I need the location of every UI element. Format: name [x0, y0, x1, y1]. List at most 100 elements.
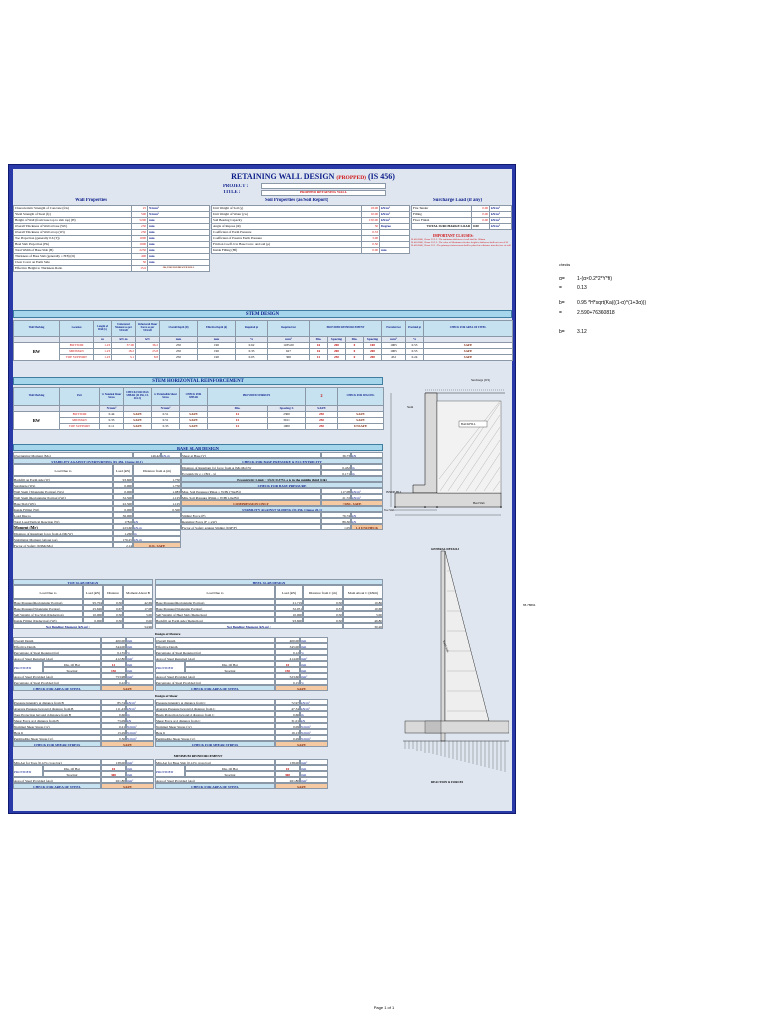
stirrup-legs: 2	[305, 387, 338, 406]
min-dia-right-unit: mm	[300, 765, 328, 771]
min-ast-left-unit: mm²	[126, 759, 154, 765]
dia-unit: mm	[300, 661, 328, 667]
reactions-label: REACTION & FORCES	[431, 781, 464, 784]
calc-value: 0.66	[275, 711, 300, 717]
side-note-value: 1-(α×0.2*2*Y*fi)	[577, 276, 612, 282]
sliding-value: 89.30	[321, 518, 351, 524]
dia-value[interactable]: 10	[275, 661, 300, 667]
stem-sp1[interactable]: 250	[327, 354, 346, 361]
stem-l[interactable]: 1.23	[93, 354, 112, 361]
calc-value: 0.29	[275, 735, 300, 741]
horizontal-dia[interactable]: 12	[207, 423, 268, 430]
stabilising-label: Stabilising Moment (About toe)	[13, 536, 113, 542]
stem-pt: 0.05	[235, 354, 268, 361]
calc-unit: N/mm²	[300, 723, 328, 729]
calc-label: Area of Steel Provided (Ast)	[13, 673, 101, 679]
provided-label: PROVIDED STEEL	[13, 661, 43, 673]
ecc-unit: m	[351, 470, 383, 476]
calc-value: 0.15	[275, 679, 300, 685]
stem-dia2[interactable]: 0	[345, 354, 364, 361]
calc-label: Pressure intensity at distance from C	[155, 699, 275, 705]
min-ast-left-value: 138.00	[101, 759, 126, 765]
min-prov-right-label: Area of Steel Provided (Ast)	[155, 777, 275, 783]
calc-label: Effective Depth	[155, 643, 275, 649]
soil-property-value[interactable]: 0.00	[361, 247, 380, 254]
horizontal-wall-marking: RW	[13, 411, 60, 430]
stem-d: 190	[197, 354, 236, 361]
spacing-value[interactable]: 150	[101, 667, 126, 673]
stem-col-header: Overall Depth (D)	[159, 320, 198, 337]
calc-label: Toes Projection beyond d distance from B	[13, 711, 101, 717]
overturning-unit: kN-m	[161, 452, 181, 458]
min-sp-left[interactable]: 300	[101, 771, 126, 777]
side-note-value: 3.12	[577, 329, 587, 335]
sliding-unit: kN	[351, 512, 383, 518]
sheet-inner: RETAINING WALL DESIGN (PROPPED) (IS 456)…	[13, 169, 514, 811]
calc-value: 0.12	[275, 649, 300, 655]
toe-load-name: Base Pressure(Triangular Portion)	[13, 605, 83, 611]
toe-col-header: Load Due to	[13, 585, 83, 599]
min-prov-left-unit: mm²	[126, 777, 154, 783]
dia-value[interactable]: 12	[101, 661, 126, 667]
total-vertical-unit: kN	[133, 518, 181, 524]
load-value: 32.500	[113, 494, 133, 500]
stem-m[interactable]: 3.1	[111, 354, 136, 361]
stem-check: SAFE	[423, 354, 514, 361]
min-prov-right-unit: mm²	[300, 777, 328, 783]
stem-ppt: 0.24	[405, 354, 425, 361]
load-col-header: Distance from A (m)	[133, 464, 181, 476]
spacing-value[interactable]: 150	[275, 667, 300, 673]
stem-col-header: Unfactored Shear Force as per STAAD	[135, 320, 160, 337]
resisting-label: Moment (Mr)	[13, 524, 113, 530]
min-dia-right[interactable]: 10	[275, 765, 300, 771]
dia-label: Dia. Of Bar	[185, 661, 275, 667]
stem-sp2[interactable]: 200	[362, 354, 383, 361]
calc-unit: N/mm²	[126, 723, 154, 729]
stem-label: Stem	[407, 406, 414, 409]
horizontal-spacing[interactable]: 250	[305, 423, 338, 430]
stem-v[interactable]: 8.8	[135, 354, 160, 361]
spacing-unit: mm	[300, 667, 328, 673]
min-dia-left[interactable]: 10	[101, 765, 126, 771]
calc-unit: mm²	[126, 673, 154, 679]
calc-label: Overall Depth	[155, 637, 275, 643]
load-col-header: Load Due to	[13, 464, 113, 476]
calc-unit: kN/m²	[126, 705, 154, 711]
load-due-top-value: 36.000	[113, 512, 133, 518]
heel-distance: 0.50	[303, 617, 343, 623]
stem-past: 452	[381, 354, 407, 361]
wall-property-value[interactable]: 15.6	[131, 265, 148, 272]
load-col-header: Load (kN)	[113, 464, 133, 476]
calc-label: Nominal Shear Stress (τv)	[13, 723, 101, 729]
title-field[interactable]: PROPPED RETAINING WALL	[261, 190, 386, 196]
stem-design-heading: STEM DESIGN	[13, 310, 512, 318]
bp-status: <SBC, SAFE	[321, 500, 383, 506]
calc-label: Percentage of Steel Provided (pt)	[155, 679, 275, 685]
code-text: (IS 456)	[368, 172, 395, 181]
calc-value: 345.00	[275, 643, 300, 649]
project-label: PROJECT :	[223, 184, 249, 189]
min-sp-right[interactable]: 300	[275, 771, 300, 777]
side-small-value: 65.78691	[523, 603, 536, 607]
heel-load-name: Backfill on Earth side (Deduction)	[155, 617, 275, 623]
stem-dia1[interactable]: 12	[309, 354, 328, 361]
calc-label: Area of Steel Required (Ast)	[155, 655, 275, 661]
surcharge-label: Surcharge (W2)	[471, 379, 491, 382]
calc-label: Percentage of Steel Required (pt)	[13, 649, 101, 655]
load-name: Wall Stem (Rectangular Portion) (Wr)	[13, 494, 113, 500]
project-field[interactable]	[261, 183, 386, 189]
toe-steel-safe: SAFE	[101, 685, 154, 691]
fos-value: 2.14	[113, 542, 133, 548]
load-due-top-blank	[133, 512, 181, 518]
calc-unit: kN/m²	[126, 699, 154, 705]
heel-shear-check: CHECK FOR SHEAR STRESS	[155, 741, 275, 747]
total-vertical-label: Total Load/Vertical Reaction (W)	[13, 518, 113, 524]
calc-label: Pressure intensity at distance from B	[13, 699, 101, 705]
load-due-top-label: Load Due to	[13, 512, 113, 518]
flexure-heading: Design of Flexure	[155, 631, 383, 637]
